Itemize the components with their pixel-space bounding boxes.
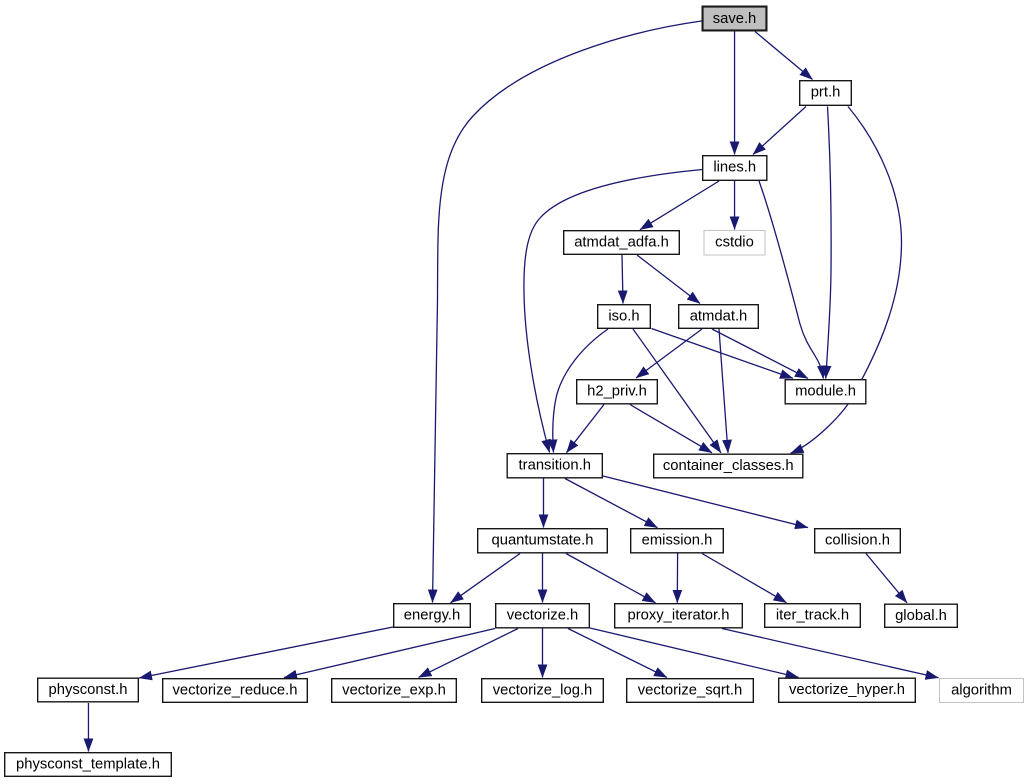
svg-text:atmdat.h: atmdat.h bbox=[690, 308, 748, 324]
svg-text:save.h: save.h bbox=[713, 11, 757, 27]
svg-text:vectorize_exp.h: vectorize_exp.h bbox=[342, 682, 446, 698]
svg-text:vectorize_reduce.h: vectorize_reduce.h bbox=[172, 682, 297, 698]
svg-text:atmdat_adfa.h: atmdat_adfa.h bbox=[574, 234, 669, 250]
svg-text:iso.h: iso.h bbox=[608, 308, 639, 324]
svg-text:quantumstate.h: quantumstate.h bbox=[491, 532, 593, 548]
svg-text:h2_priv.h: h2_priv.h bbox=[587, 383, 647, 399]
svg-text:lines.h: lines.h bbox=[713, 159, 756, 175]
svg-text:iter_track.h: iter_track.h bbox=[776, 607, 849, 623]
svg-text:module.h: module.h bbox=[795, 383, 856, 399]
svg-text:energy.h: energy.h bbox=[404, 607, 461, 623]
svg-text:emission.h: emission.h bbox=[642, 532, 713, 548]
svg-text:vectorize_log.h: vectorize_log.h bbox=[493, 682, 593, 698]
svg-text:physconst_template.h: physconst_template.h bbox=[16, 756, 160, 772]
svg-text:prt.h: prt.h bbox=[811, 84, 841, 100]
svg-text:transition.h: transition.h bbox=[519, 457, 591, 473]
svg-text:global.h: global.h bbox=[895, 608, 947, 624]
svg-text:algorithm: algorithm bbox=[951, 682, 1012, 698]
svg-text:vectorize.h: vectorize.h bbox=[507, 607, 579, 623]
svg-text:cstdio: cstdio bbox=[715, 234, 754, 250]
svg-text:vectorize_sqrt.h: vectorize_sqrt.h bbox=[638, 682, 742, 698]
svg-text:physconst.h: physconst.h bbox=[49, 682, 128, 698]
svg-text:container_classes.h: container_classes.h bbox=[663, 458, 794, 474]
svg-text:collision.h: collision.h bbox=[825, 532, 890, 548]
svg-text:proxy_iterator.h: proxy_iterator.h bbox=[628, 607, 730, 623]
svg-text:vectorize_hyper.h: vectorize_hyper.h bbox=[789, 682, 905, 698]
